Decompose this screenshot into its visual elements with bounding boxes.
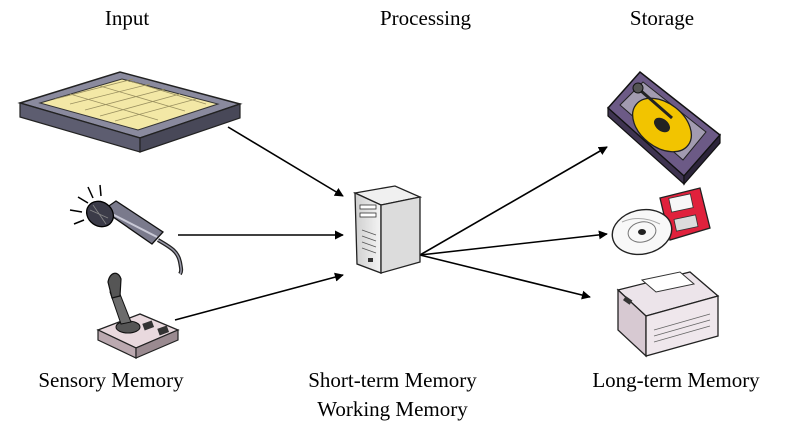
arrow-computer-to-hard-drive [419, 146, 608, 256]
header-storage: Storage [629, 6, 695, 30]
hard-drive-icon [606, 70, 722, 186]
arrow-keyboard-to-computer [227, 126, 344, 197]
label-short-term-memory: Short-term Memory [308, 368, 477, 392]
arrows [174, 126, 608, 321]
label-long-term-memory: Long-term Memory [592, 368, 760, 392]
header-processing: Processing [380, 6, 471, 30]
arrow-joystick-to-computer [174, 272, 344, 321]
header-input: Input [104, 6, 150, 30]
keyboard-icon [17, 71, 243, 153]
label-sensory-memory: Sensory Memory [38, 368, 184, 392]
microphone-icon [69, 184, 184, 276]
label-working-memory: Working Memory [317, 397, 468, 421]
joystick-icon [96, 272, 180, 359]
cd-and-floppy-icon [611, 187, 711, 256]
arrow-computer-to-cd [419, 230, 608, 256]
computer-tower-icon [352, 185, 423, 274]
printer-icon [616, 271, 720, 358]
arrow-computer-to-printer [419, 254, 591, 300]
